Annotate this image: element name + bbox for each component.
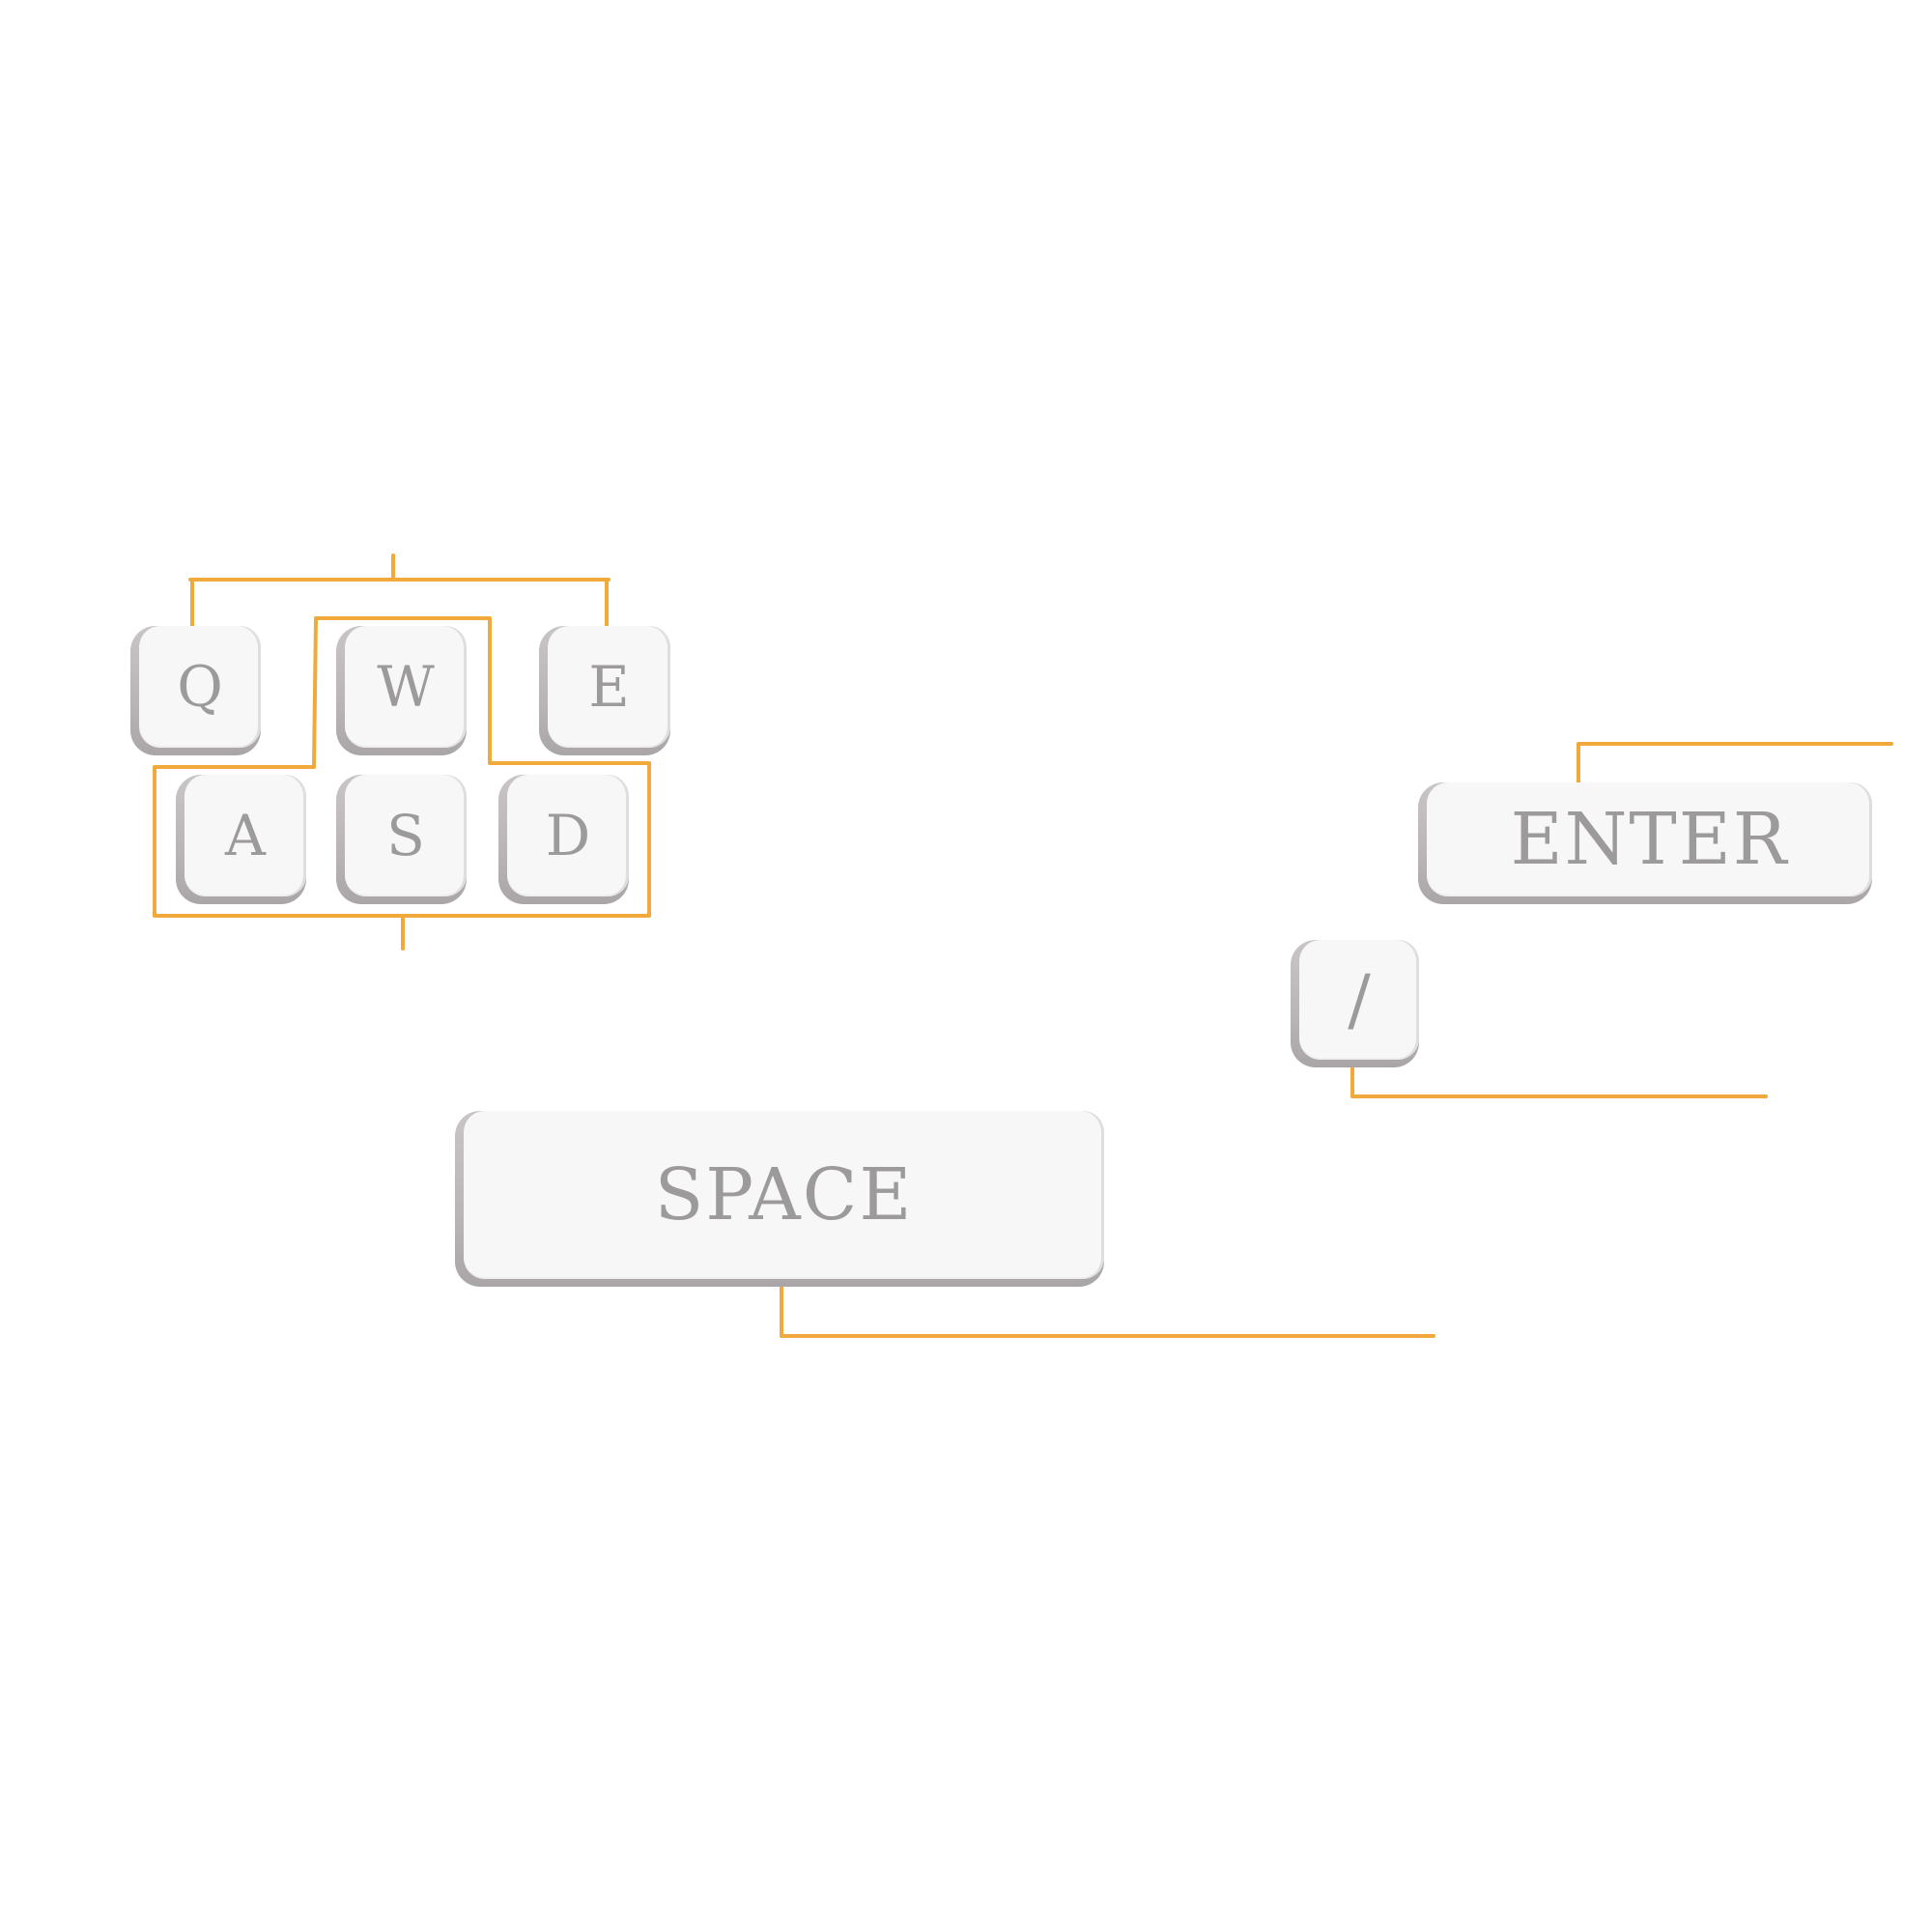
key-q[interactable]: Q [130, 626, 261, 755]
key-q-label: Q [139, 626, 261, 748]
key-s[interactable]: S [336, 775, 467, 904]
key-s-label: S [345, 775, 467, 896]
key-d-label: D [507, 775, 629, 896]
key-e-label: E [548, 626, 670, 748]
slash-leader-line [1350, 1049, 1768, 1098]
key-slash[interactable]: / [1291, 940, 1419, 1067]
key-space-label: SPACE [464, 1111, 1104, 1279]
key-slash-label: / [1299, 940, 1419, 1060]
key-space[interactable]: SPACE [455, 1111, 1104, 1287]
key-w[interactable]: W [336, 626, 467, 755]
key-w-label: W [345, 626, 467, 748]
key-e[interactable]: E [539, 626, 670, 755]
key-enter[interactable]: ENTER [1418, 782, 1872, 904]
key-a-label: A [185, 775, 306, 896]
key-d[interactable]: D [498, 775, 629, 904]
key-enter-label: ENTER [1427, 782, 1872, 896]
key-a[interactable]: A [176, 775, 306, 904]
